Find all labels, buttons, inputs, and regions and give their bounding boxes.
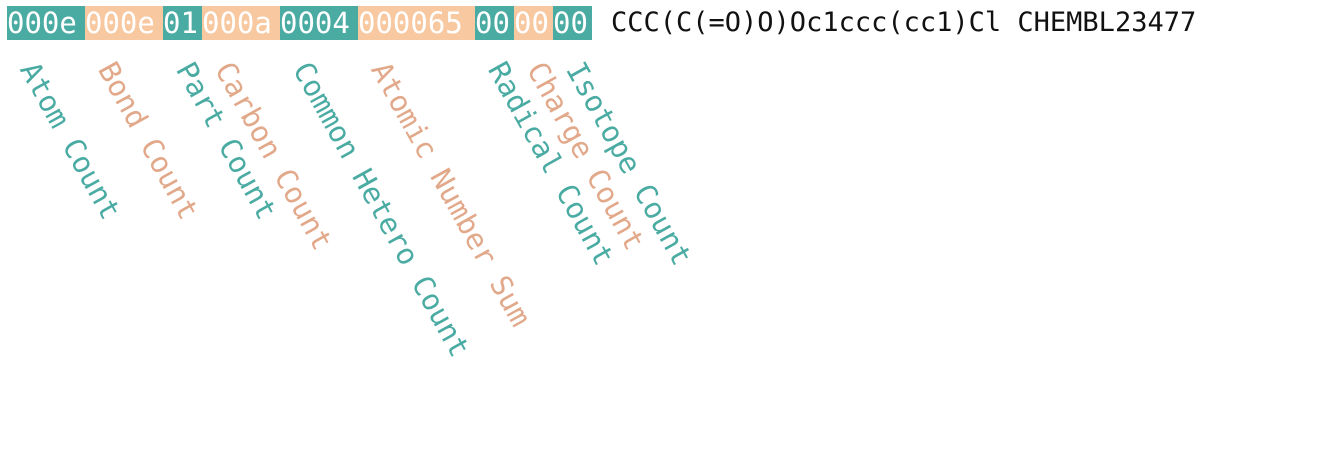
hex-segment: 00 [553, 6, 592, 40]
hex-segment: 000e [7, 6, 85, 40]
hex-segment: 000e [85, 6, 163, 40]
hex-segment: 000065 [358, 6, 475, 40]
hex-segment: 00 [514, 6, 553, 40]
hex-segment: 01 [163, 6, 202, 40]
molecule-info: CCC(C(=O)O)Oc1ccc(cc1)Cl CHEMBL23477 [611, 6, 1196, 40]
hex-segment: 00 [475, 6, 514, 40]
smiles-string: CCC(C(=O)O)Oc1ccc(cc1)Cl [611, 7, 1002, 38]
hex-segment: 0004 [280, 6, 358, 40]
hex-segment: 000a [202, 6, 280, 40]
chembl-id: CHEMBL23477 [1017, 7, 1197, 38]
